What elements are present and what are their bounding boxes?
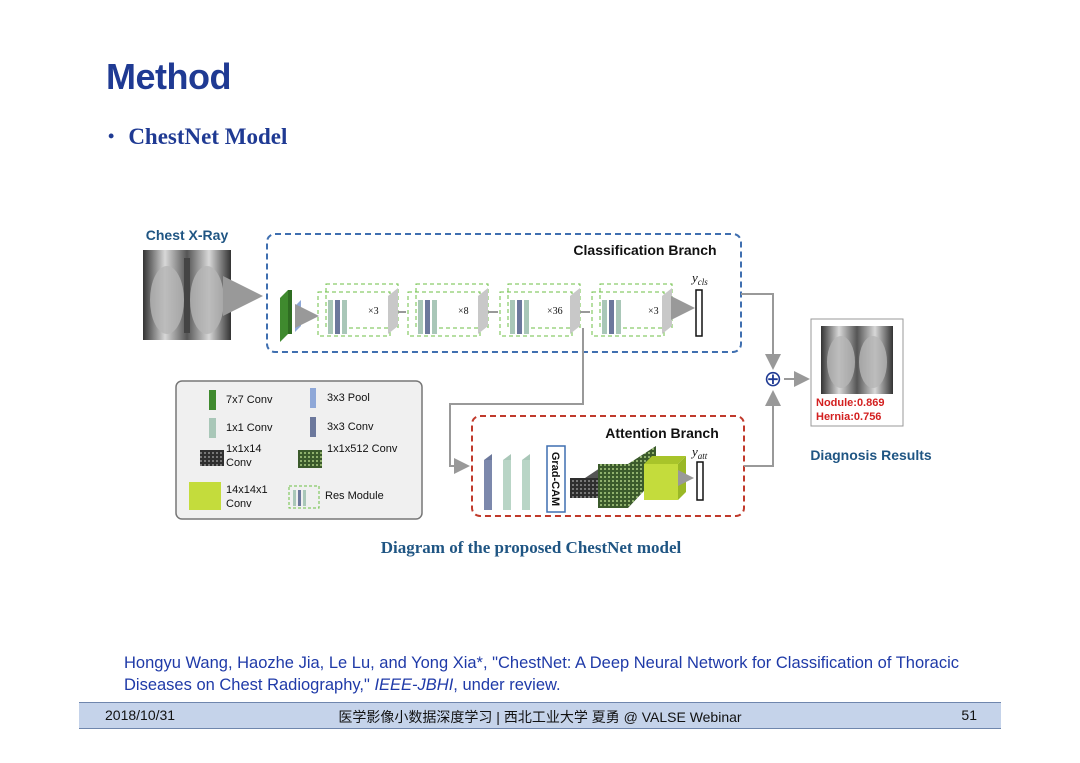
repeat-label-1: ×3 (368, 306, 379, 317)
legend-conv7x7-swatch (209, 390, 216, 410)
legend-conv3x3-swatch (310, 417, 316, 437)
bullet-item: • ChestNet Model (108, 124, 287, 150)
conv7x7-block (280, 290, 288, 342)
legend-conv14x14x1-line1: 14x14x1 (226, 484, 268, 496)
y-cls-label: ycls (690, 270, 708, 287)
diagram-caption: Diagram of the proposed ChestNet model (381, 538, 682, 557)
legend-pool3x3: 3x3 Pool (327, 392, 370, 404)
legend-conv7x7: 7x7 Conv (226, 394, 273, 406)
attention-branch-title: Attention Branch (605, 425, 719, 441)
result-xray-image (821, 326, 893, 394)
legend-res-module: Res Module (325, 490, 384, 502)
y-att-output (696, 461, 704, 501)
legend-res-module-swatch (288, 485, 320, 509)
diagnosis-label: Diagnosis Results (810, 447, 932, 463)
legend-pool3x3-swatch (310, 388, 316, 408)
conv1x1x14-block (570, 468, 600, 498)
legend-conv14x14x1-line2: Conv (226, 498, 252, 510)
grad-cam-box (546, 445, 566, 513)
result-hernia: Hernia:0.756 (816, 411, 881, 423)
plus-symbol: ⊕ (764, 367, 782, 392)
y-cls-output (695, 289, 703, 337)
repeat-label-2: ×8 (458, 306, 469, 317)
footer-date: 2018/10/31 (105, 707, 176, 723)
grad-cam-label: Grad-CAM (549, 452, 561, 506)
citation-text-1: Hongyu Wang, Haozhe Jia, Le Lu, and Yong… (124, 654, 959, 694)
res-module-3 (499, 283, 581, 337)
slide-footer: 2018/10/31 医学影像小数据深度学习 | 西北工业大学 夏勇 @ VAL… (79, 702, 1001, 729)
slide-title: Method (106, 56, 231, 97)
res-module-4 (591, 283, 673, 337)
legend-conv1x1x14-line2: Conv (226, 457, 252, 469)
chest-xray-image (143, 250, 231, 340)
repeat-label-3: ×36 (547, 306, 563, 317)
legend-conv1x1x512: 1x1x512 Conv (327, 443, 398, 455)
citation-text-2: , under review. (453, 676, 561, 694)
result-nodule: Nodule:0.869 (816, 397, 884, 409)
legend-conv3x3: 3x3 Conv (327, 421, 374, 433)
repeat-label-4: ×3 (648, 306, 659, 317)
bullet-marker: • (108, 126, 115, 146)
legend-conv1x1x14-line1: 1x1x14 (226, 443, 261, 455)
classification-branch-title: Classification Branch (573, 242, 716, 258)
legend-conv1x1: 1x1 Conv (226, 422, 273, 434)
res-module-2 (407, 283, 489, 337)
res-module-1 (317, 283, 399, 337)
citation: Hongyu Wang, Haozhe Jia, Le Lu, and Yong… (124, 652, 964, 696)
pool-block (295, 300, 301, 332)
y-att-label: yatt (690, 444, 708, 461)
input-label: Chest X-Ray (146, 227, 229, 243)
legend-conv1x1x14-swatch (200, 450, 224, 466)
conv14x14x1-block (644, 456, 686, 500)
legend-conv14x14x1-swatch (189, 482, 221, 510)
legend-conv1x1x512-swatch (298, 450, 322, 468)
citation-journal: IEEE-JBHI (374, 676, 454, 694)
footer-center-text: 医学影像小数据深度学习 | 西北工业大学 夏勇 @ VALSE Webinar (338, 709, 742, 725)
bullet-text: ChestNet Model (128, 124, 288, 149)
page-number: 51 (961, 707, 977, 723)
legend-conv1x1-swatch (209, 418, 216, 438)
